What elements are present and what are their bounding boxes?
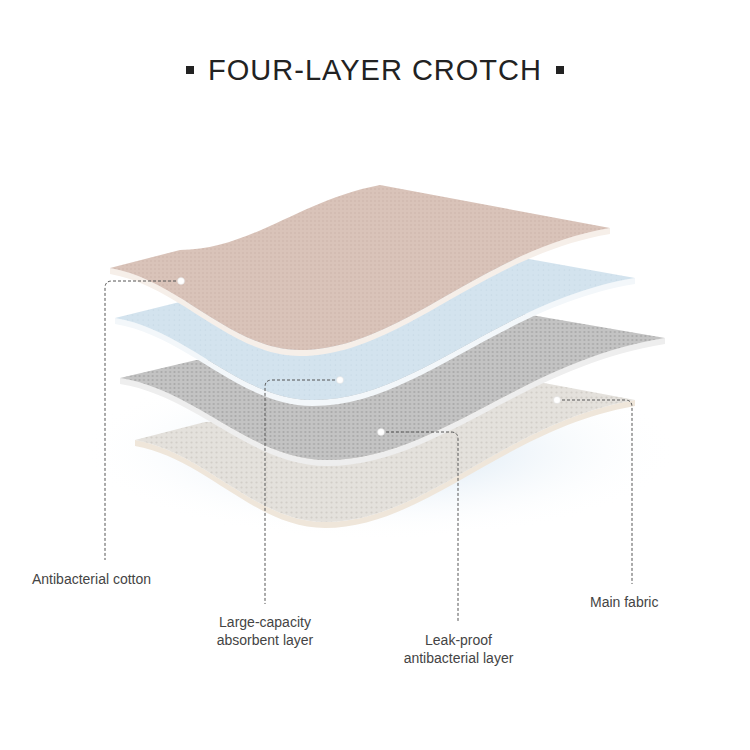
cotton-sheet [110, 185, 610, 356]
title-row: FOUR-LAYER CROTCH [0, 54, 750, 87]
leader-dots [178, 278, 561, 436]
title-bullet [556, 66, 564, 74]
layer-label: Antibacterial cotton [32, 570, 212, 588]
title-bullet [186, 66, 194, 74]
layer-label: Large-capacity absorbent layer [200, 613, 330, 649]
layer-label: Leak-proof antibacterial layer [386, 631, 531, 667]
leader-lines [105, 281, 632, 622]
layer-label: Main fabric [590, 593, 700, 611]
title: FOUR-LAYER CROTCH [208, 54, 542, 86]
